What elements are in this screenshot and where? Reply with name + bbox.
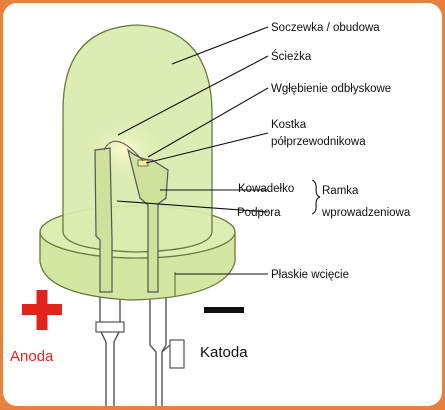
led-lens bbox=[63, 25, 212, 252]
label-flat: Płaskie wcięcie bbox=[271, 269, 349, 281]
label-wire: Ścieżka bbox=[271, 50, 312, 63]
label-anode: Anoda bbox=[10, 348, 54, 365]
label-die-line2: półprzewodnikowa bbox=[271, 136, 366, 148]
label-cavity: Wgłębienie odbłyskowe bbox=[271, 83, 391, 95]
led-diagram: Soczewka / obudowa Ścieżka Wgłębienie od… bbox=[3, 3, 442, 406]
anode-lead bbox=[96, 292, 124, 406]
plus-icon bbox=[22, 290, 62, 330]
diagram-panel: Soczewka / obudowa Ścieżka Wgłębienie od… bbox=[3, 3, 442, 406]
label-post: Podpora bbox=[237, 207, 281, 219]
cathode-lead bbox=[150, 292, 184, 406]
minus-icon bbox=[204, 307, 244, 313]
label-cathode: Katoda bbox=[200, 344, 248, 361]
label-die-line1: Kostka bbox=[271, 119, 307, 131]
label-lens: Soczewka / obudowa bbox=[271, 22, 380, 34]
label-anvil: Kowadełko bbox=[238, 183, 294, 195]
label-frame-line2: wprowadzeniowa bbox=[321, 207, 411, 219]
label-frame-line1: Ramka bbox=[322, 185, 359, 197]
